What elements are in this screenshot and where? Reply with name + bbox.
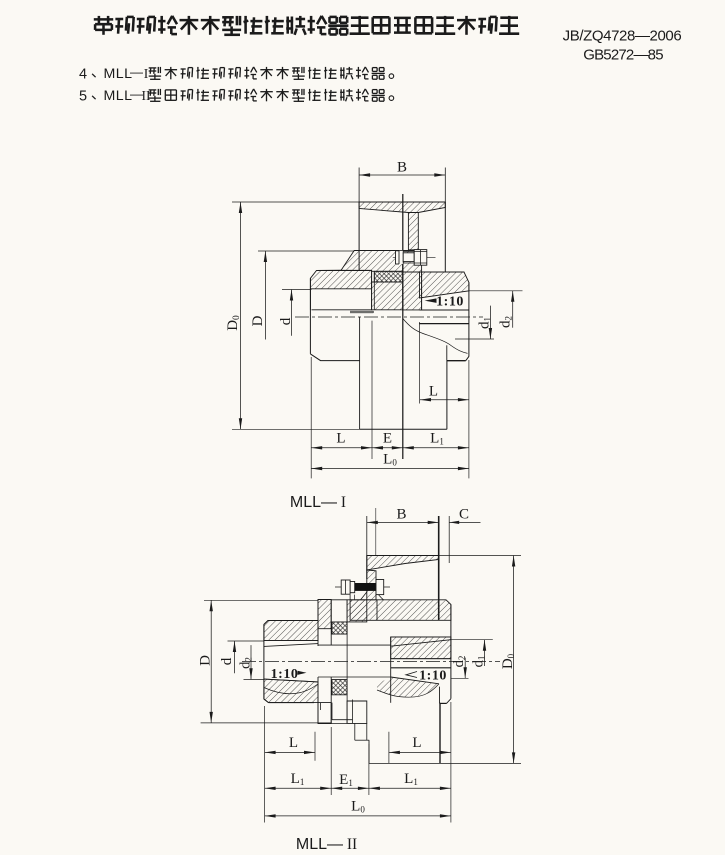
svg-text:MLL—: MLL— (290, 494, 337, 511)
svg-text:d: d (219, 657, 235, 665)
svg-text:L: L (336, 431, 345, 447)
svg-text:E: E (383, 431, 392, 447)
svg-text:d2: d2 (451, 656, 467, 668)
svg-text:MLL—: MLL— (296, 836, 343, 853)
svg-text:MLL: MLL (103, 66, 132, 82)
svg-text:I: I (337, 494, 346, 511)
svg-text:L: L (429, 384, 438, 400)
svg-text:d: d (278, 317, 294, 325)
svg-text:1:10: 1:10 (436, 295, 464, 310)
svg-text:1:10: 1:10 (271, 667, 299, 682)
svg-text:D: D (250, 315, 266, 326)
svg-text:L: L (412, 735, 421, 751)
svg-text:D: D (198, 655, 214, 666)
svg-text:GB5272—85: GB5272—85 (583, 47, 663, 64)
svg-text:L: L (289, 735, 298, 751)
svg-text:4: 4 (79, 67, 87, 83)
svg-text:—: — (130, 65, 143, 80)
svg-text:B: B (396, 507, 406, 523)
svg-text:JB/ZQ4728—2006: JB/ZQ4728—2006 (563, 28, 682, 45)
svg-text:II: II (343, 836, 357, 853)
svg-text:d1: d1 (471, 656, 487, 668)
svg-text:II: II (142, 88, 151, 103)
svg-text:5: 5 (79, 89, 87, 105)
svg-text:d2: d2 (238, 657, 254, 669)
svg-text:1:10: 1:10 (419, 669, 447, 684)
svg-text:I: I (144, 66, 149, 81)
svg-text:MLL: MLL (103, 88, 132, 104)
svg-text:—: — (130, 87, 143, 102)
svg-text:B: B (397, 160, 407, 176)
svg-text:C: C (459, 507, 469, 523)
